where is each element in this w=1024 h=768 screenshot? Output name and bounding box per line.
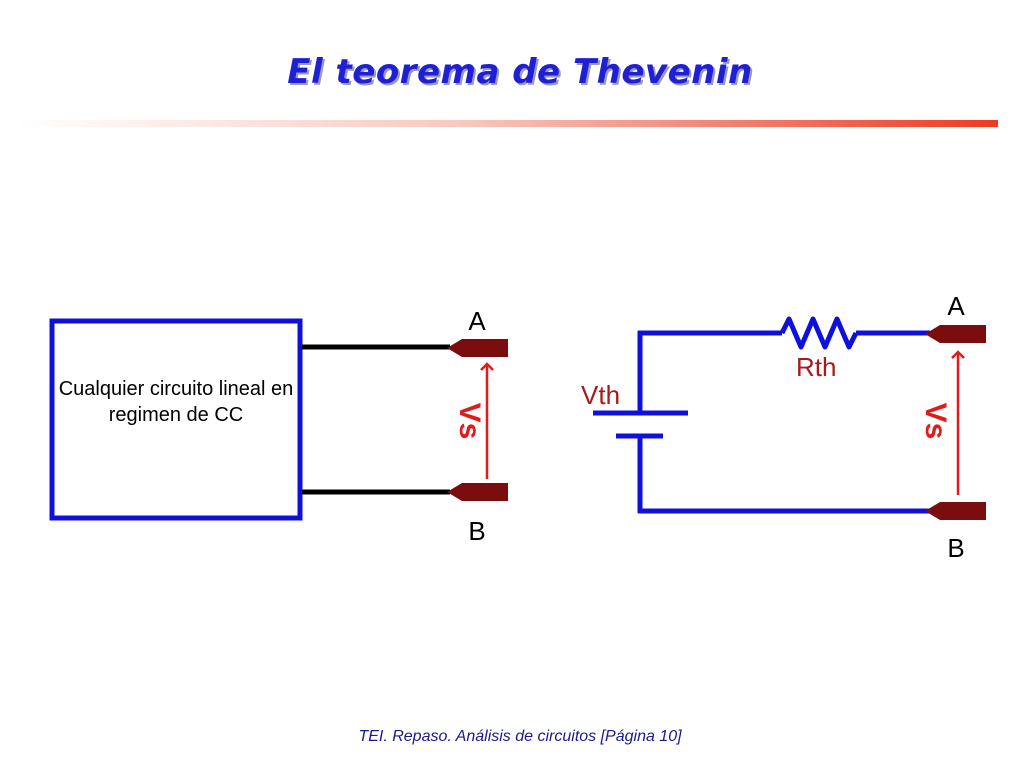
linear-circuit-label: Cualquier circuito lineal en regimen de … — [58, 378, 294, 426]
right-terminal-b — [925, 502, 986, 520]
right-terminal-b-label: B — [947, 533, 965, 563]
left-terminal-b-label: B — [468, 516, 486, 546]
left-voltage-label: Vs — [453, 402, 486, 440]
right-voltage-label: Vs — [919, 402, 952, 440]
resistor-rth-label: Rth — [796, 352, 837, 382]
title-rule — [18, 120, 998, 127]
right-terminal-a — [925, 325, 986, 343]
left-terminal-a-label: A — [468, 306, 486, 336]
resistor-rth — [779, 316, 859, 350]
slide-footer: TEI. Repaso. Análisis de circuitos [Pági… — [358, 728, 682, 745]
slide-title: El teorema de Thevenin — [287, 52, 753, 92]
right-terminal-a-label: A — [947, 291, 965, 321]
source-vth-label: Vth — [581, 380, 621, 410]
left-terminal-b — [447, 483, 508, 501]
left-terminal-a — [447, 339, 508, 357]
linear-circuit-box — [49, 318, 303, 521]
